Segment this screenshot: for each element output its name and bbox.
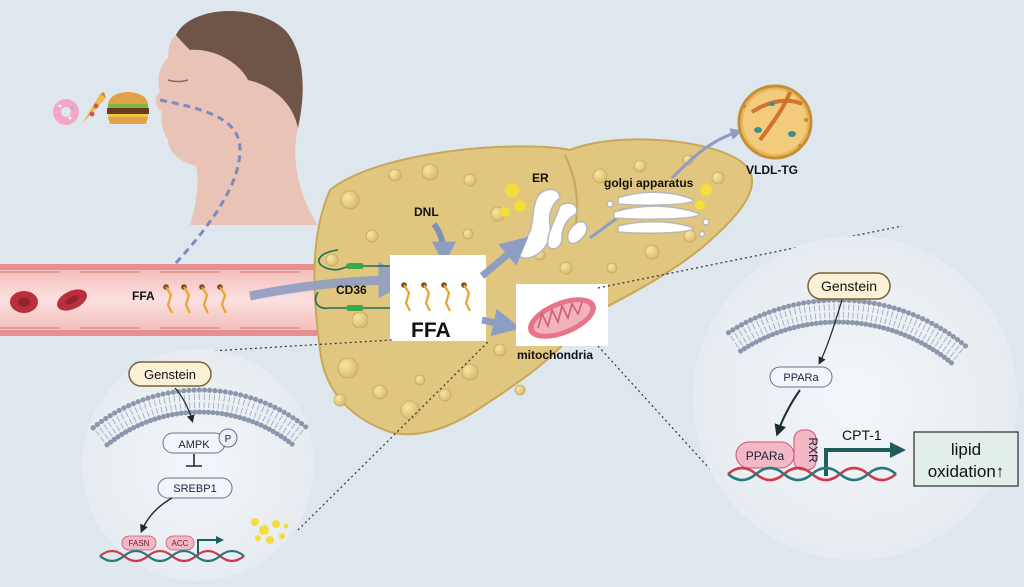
lipid-droplet [493, 343, 507, 357]
lipid-droplet [461, 363, 479, 381]
genstein-left-label: Genstein [144, 367, 196, 382]
ppara-top-node [769, 366, 833, 388]
lipid-droplet [606, 262, 618, 274]
lipid-droplet [340, 190, 360, 210]
rxr-label: RXR [806, 437, 820, 463]
lipid-oxidation-line2: oxidation↑ [928, 462, 1005, 481]
mitochondria-label: mitochondria [517, 348, 593, 362]
ppara-bottom-label: PPARa [746, 449, 785, 463]
ingestion-path-arrow [146, 98, 242, 294]
left-inset-pathway [99, 361, 289, 563]
fatty-acid [217, 284, 227, 314]
srebp1-label: SREBP1 [173, 483, 216, 495]
cd36-label: CD36 [336, 283, 367, 297]
zoom-connector-lines [194, 225, 903, 531]
lipid-droplet [462, 228, 474, 240]
fatty-acid [181, 284, 191, 314]
dna-icon [727, 466, 897, 482]
ffa-to-er-arrow [479, 236, 529, 279]
blood-vessel [0, 264, 330, 336]
right-inset-pathway [727, 272, 1019, 487]
mitochondria-icon [528, 297, 596, 339]
lipid-droplet [711, 171, 725, 185]
golgi-label: golgi apparatus [604, 176, 694, 190]
lipid-droplet [514, 384, 526, 396]
ffa-box [390, 255, 486, 341]
vldl-label: VLDL-TG [746, 163, 798, 177]
fatty-acid-icon [163, 282, 471, 314]
acc-node [165, 535, 195, 551]
lipid-droplet [337, 357, 359, 379]
lipid-droplet [421, 163, 439, 181]
inhibit-arrow [186, 454, 202, 467]
lipid-droplet [372, 384, 388, 400]
golgi-to-vldl-arrow [670, 128, 743, 180]
golgi-icon [606, 191, 710, 238]
membrane-bilayer-icon [725, 297, 969, 366]
genstein-right-label: Genstein [821, 278, 877, 294]
lipid-droplet-icon [251, 518, 289, 544]
burger-icon [107, 92, 149, 124]
pizza-icon [82, 92, 106, 124]
lipid-droplet-icon [500, 183, 712, 217]
fatty-acid [401, 282, 411, 312]
cd36-receptor-icon [314, 249, 392, 311]
lipid-droplet [333, 393, 347, 407]
human-head-icon [155, 10, 318, 225]
dna-icon [99, 549, 245, 563]
lipid-droplet [559, 261, 573, 275]
ffa-vessel-label: FFA [132, 289, 155, 303]
lipid-droplet [463, 173, 477, 187]
fatty-acid [421, 282, 431, 312]
fasn-node [121, 535, 157, 551]
donut-icon [53, 99, 79, 125]
lipid-oxidation-box [913, 431, 1019, 487]
lipid-droplet [351, 311, 369, 329]
fatty-acid [163, 284, 173, 314]
vldl-particle-icon [737, 84, 813, 160]
lipid-droplet [438, 388, 452, 402]
transcription-arrow [197, 536, 224, 556]
dnl-arrow [431, 222, 456, 266]
ppara-top-label: PPARa [783, 372, 819, 384]
ffa-box-label: FFA [411, 319, 451, 342]
lipid-droplet [633, 159, 647, 173]
lipid-oxidation-line1: lipid [951, 440, 981, 459]
fatty-acid [461, 282, 471, 312]
fatty-acid [199, 284, 209, 314]
fasn-label: FASN [129, 539, 150, 548]
fatty-acid [441, 282, 451, 312]
lipid-droplet [400, 400, 420, 420]
lipid-droplet [414, 374, 426, 386]
lipid-droplet [644, 244, 660, 260]
phospho-label: P [225, 434, 232, 445]
srebp1-node [157, 477, 233, 499]
ffa-to-mito-arrow [481, 308, 521, 337]
red-blood-cell-icon [10, 289, 87, 313]
phospho-node [218, 428, 238, 448]
lipid-droplet [365, 229, 379, 243]
er-label: ER [532, 171, 549, 185]
genstein-left-badge [128, 361, 212, 387]
acc-label: ACC [172, 539, 189, 548]
cpt1-label: CPT-1 [842, 427, 882, 443]
lipid-droplet [388, 168, 402, 182]
dnl-label: DNL [414, 205, 439, 219]
membrane-bilayer-icon [90, 387, 309, 448]
lipid-droplet [592, 168, 608, 184]
lipid-droplet [325, 253, 339, 267]
ampk-label: AMPK [178, 439, 210, 451]
genstein-right-badge [807, 272, 891, 300]
vessel-to-liver-arrow [249, 262, 415, 301]
